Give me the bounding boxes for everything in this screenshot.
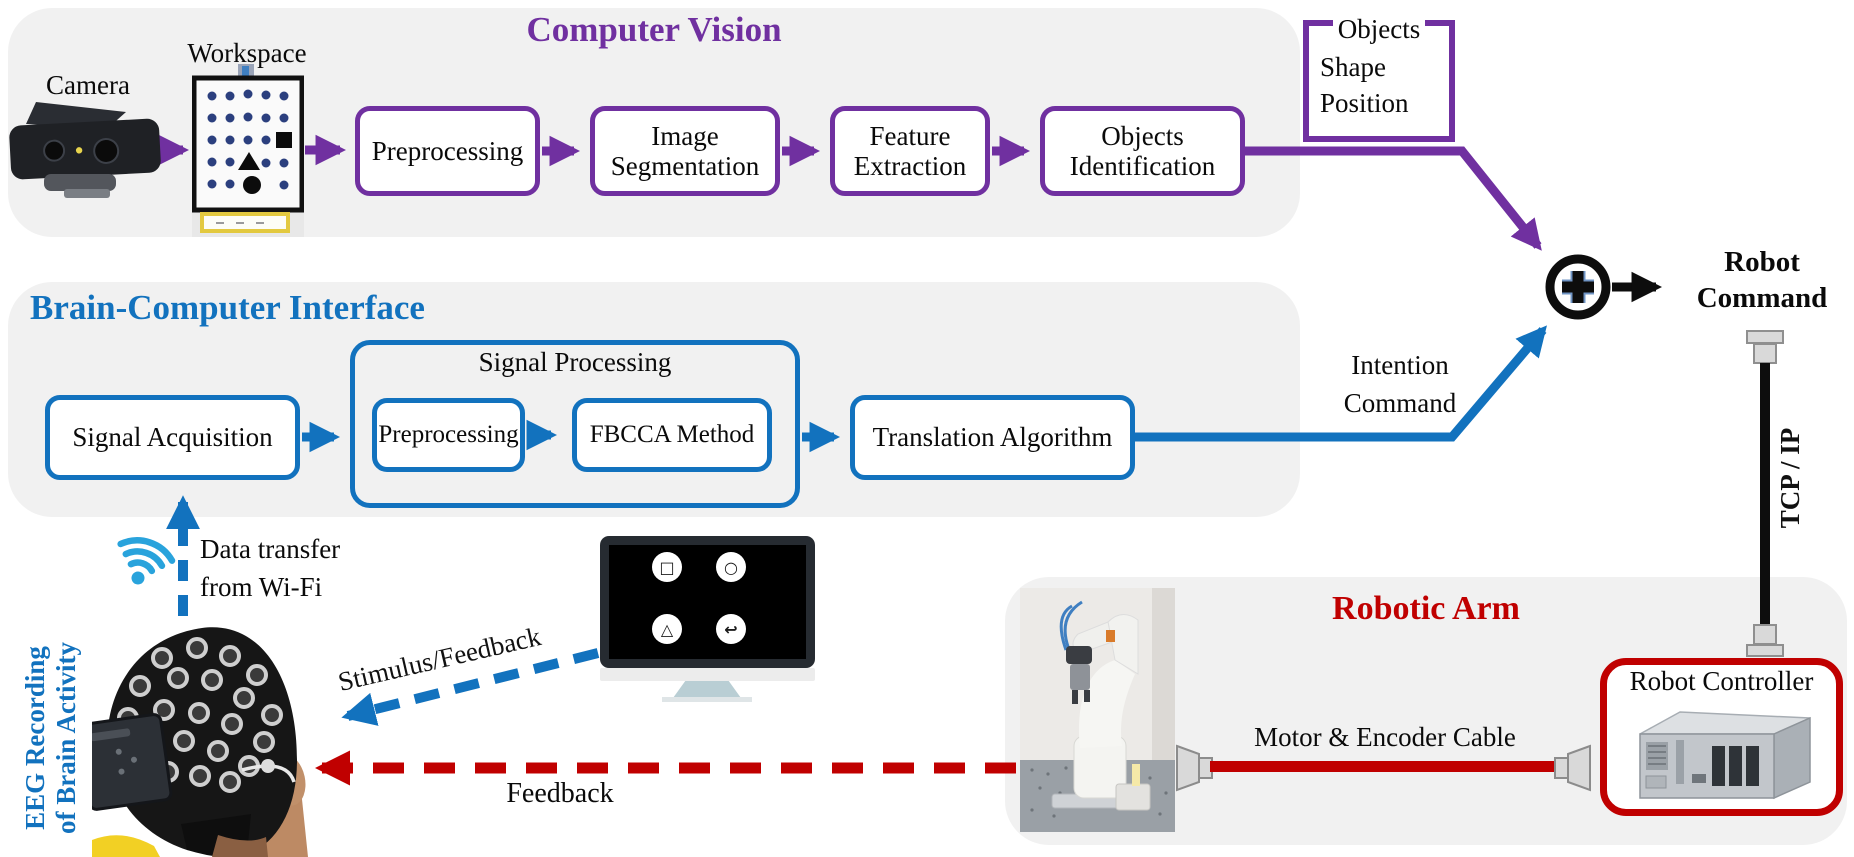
bci-box-fbcca: FBCCA Method xyxy=(572,398,772,472)
camera-label: Camera xyxy=(46,70,130,100)
robot-controller-photo xyxy=(1639,711,1811,800)
cv-box-preprocessing: Preprocessing xyxy=(355,106,540,196)
cv-box-image-segmentation: Image Segmentation xyxy=(590,106,780,196)
plus-icon xyxy=(1562,271,1594,303)
data-transfer-label-line2: from Wi-Fi xyxy=(200,572,323,602)
bracket-header: Objects xyxy=(1337,14,1421,44)
cable-connector-left xyxy=(1176,744,1213,792)
tcp-ip-label: TCP / IP xyxy=(1775,427,1805,529)
bci-box-translation-algorithm: Translation Algorithm xyxy=(850,395,1135,480)
feedback-label: Feedback xyxy=(506,778,614,809)
bci-box-preprocessing: Preprocessing xyxy=(372,398,525,472)
signal-processing-container xyxy=(350,340,800,508)
tcp-connector-top-flange xyxy=(1746,330,1784,344)
return-icon: ↩ xyxy=(716,614,746,644)
eeg-caption-line2: of Brain Activity xyxy=(51,642,81,834)
bracket-shape: Shape xyxy=(1320,52,1386,82)
eeg-head-photo xyxy=(92,627,308,857)
cv-box-objects-identification: Objects Identification xyxy=(1040,106,1245,196)
sum-node xyxy=(1545,254,1611,320)
monitor-base xyxy=(600,668,815,681)
cv-title: Computer Vision xyxy=(526,10,782,49)
bracket-position: Position xyxy=(1320,88,1409,118)
circle-icon: ○ xyxy=(716,552,746,582)
cable-connector-right xyxy=(1554,744,1591,792)
camera-photo xyxy=(9,102,161,198)
monitor-screen xyxy=(609,545,806,659)
intention-label-line2: Command xyxy=(1343,388,1457,418)
workspace-label: Workspace xyxy=(187,38,307,68)
triangle-icon: △ xyxy=(652,614,682,644)
monitor-stand xyxy=(673,681,741,698)
monitor-foot xyxy=(662,697,752,702)
robot-controller-label: Robot Controller xyxy=(1629,666,1814,696)
square-icon: □ xyxy=(652,552,682,582)
motor-encoder-cable xyxy=(1210,761,1558,772)
bci-title: Brain-Computer Interface xyxy=(30,288,425,327)
robotic-arm-title: Robotic Arm xyxy=(1332,590,1520,627)
tcp-connector-top-body xyxy=(1753,343,1777,364)
bci-box-signal-acquisition: Signal Acquisition xyxy=(45,395,300,480)
motor-encoder-cable-label: Motor & Encoder Cable xyxy=(1254,722,1516,752)
tcp-cable xyxy=(1760,363,1770,625)
robot-command-line2: Command xyxy=(1696,282,1828,314)
intention-label-line1: Intention xyxy=(1351,350,1449,380)
workspace-photo xyxy=(192,64,304,237)
stimulus-feedback-label: Stimulus/Feedback xyxy=(335,621,544,697)
tcp-connector-bottom-flange xyxy=(1746,644,1784,657)
data-transfer-label-line1: Data transfer xyxy=(200,534,341,564)
robot-command-line1: Robot xyxy=(1724,246,1800,278)
robot-arm-photo xyxy=(1020,588,1175,832)
cv-box-feature-extraction: Feature Extraction xyxy=(830,106,990,196)
eeg-caption-line1: EEG Recording xyxy=(20,646,50,830)
objects-output-bracket xyxy=(1303,20,1455,142)
wifi-icon xyxy=(117,537,176,585)
signal-processing-title: Signal Processing xyxy=(478,347,672,377)
